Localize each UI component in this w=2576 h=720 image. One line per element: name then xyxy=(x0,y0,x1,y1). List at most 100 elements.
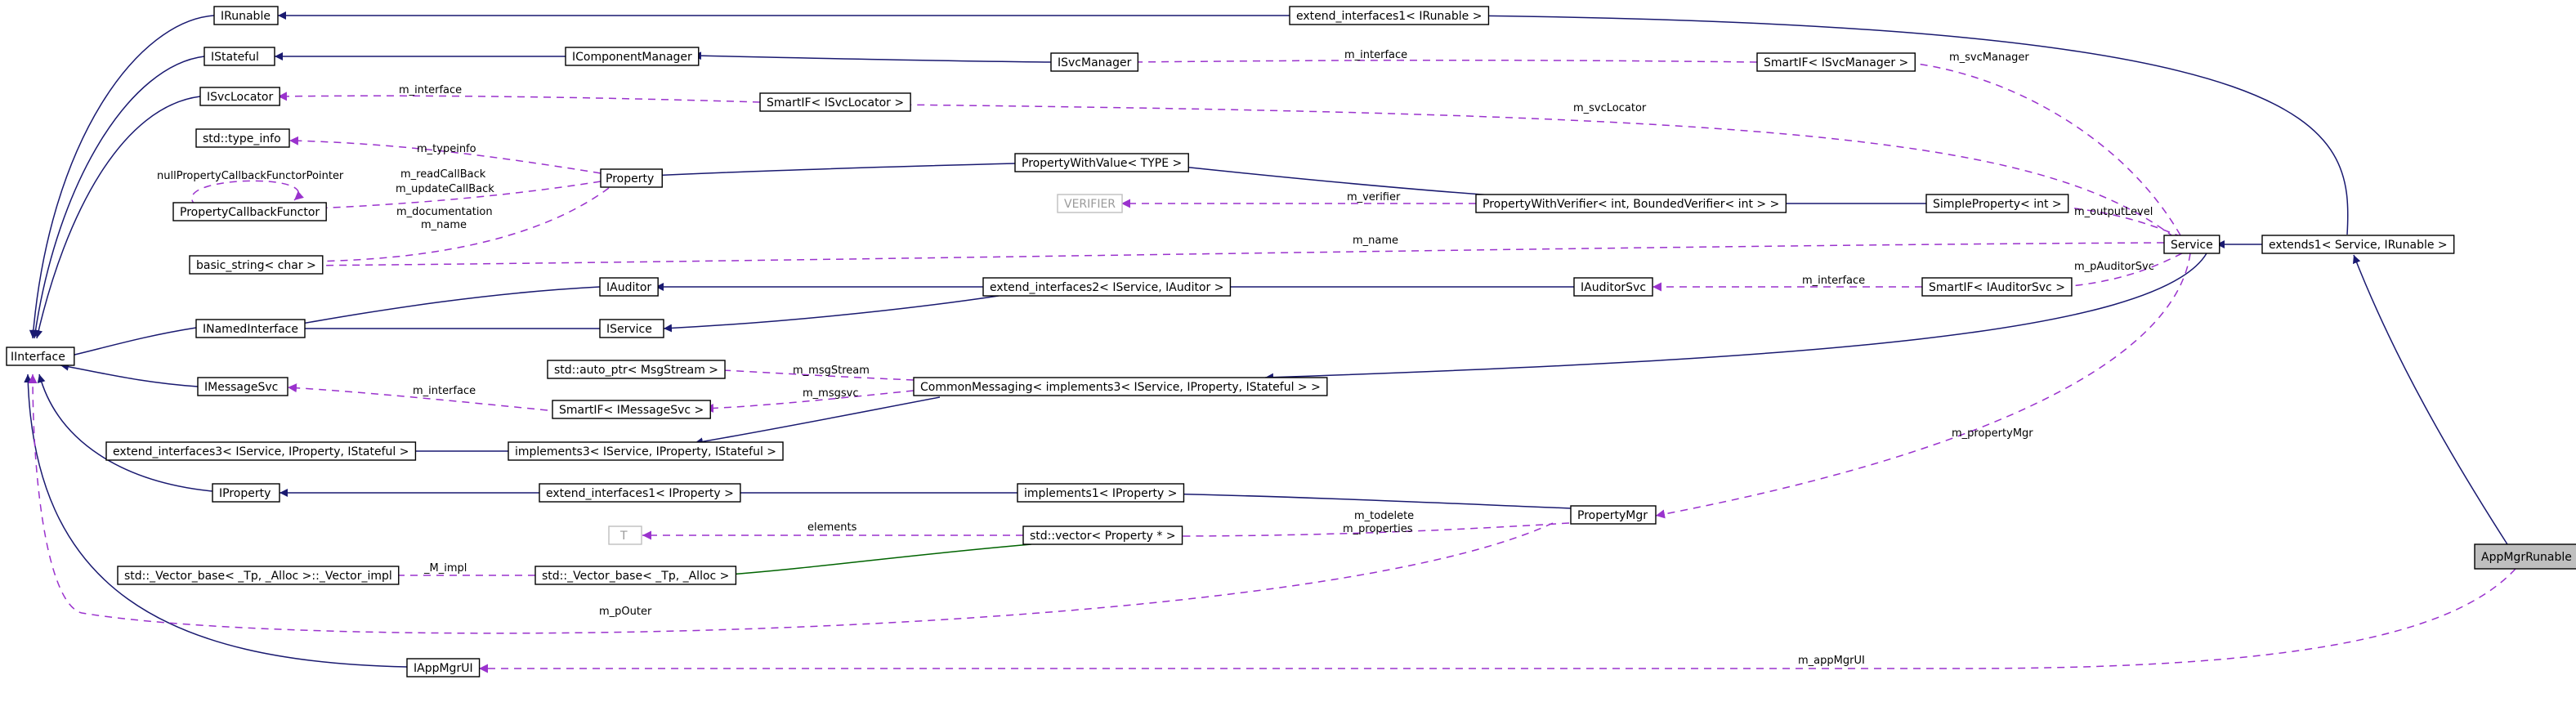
label-m-interface-auditor: m_interface xyxy=(1802,275,1865,287)
node-extend-interfaces2[interactable]: extend_interfaces2< IService, IAuditor > xyxy=(982,277,1232,297)
edge-m-svcmanager xyxy=(1903,58,2181,236)
node-extend-interfaces1-irunable-label: extend_interfaces1< IRunable > xyxy=(1296,10,1482,23)
node-appmgrrunable[interactable]: AppMgrRunable xyxy=(2474,543,2576,570)
node-iservice[interactable]: IService xyxy=(599,319,664,338)
node-extends1[interactable]: extends1< Service, IRunable > xyxy=(2261,235,2455,254)
node-istateful[interactable]: IStateful xyxy=(203,47,275,66)
node-basic-string[interactable]: basic_string< char > xyxy=(189,255,324,275)
node-smartif-iauditorsvc[interactable]: SmartIF< IAuditorSvc > xyxy=(1921,277,2073,297)
edge-m-msgstream xyxy=(704,364,915,381)
node-verifier-label: VERIFIER xyxy=(1064,198,1116,211)
edge-m-msgsvc xyxy=(704,390,915,414)
label-m-propertymgr: m_propertyMgr xyxy=(1952,427,2033,440)
label-m-properties: m_properties xyxy=(1343,523,1413,535)
edge-extends1-extend-interfaces1-irunable xyxy=(1460,11,2349,235)
label-m-name-service: m_name xyxy=(1353,235,1398,247)
node-extend-interfaces3[interactable]: extend_interfaces3< IService, IProperty,… xyxy=(105,441,417,461)
node-propertywithvalue[interactable]: PropertyWithValue< TYPE > xyxy=(1014,153,1189,172)
node-iauditor-label: IAuditor xyxy=(606,281,651,294)
edge-m-svclocator xyxy=(892,100,2175,238)
node-smartif-imessagesvc[interactable]: SmartIF< IMessageSvc > xyxy=(552,400,711,419)
node-extend-interfaces1-iproperty[interactable]: extend_interfaces1< IProperty > xyxy=(539,483,741,503)
node-smartif-isvclocator-label: SmartIF< ISvcLocator > xyxy=(767,96,904,110)
node-propertywithverifier[interactable]: PropertyWithVerifier< int, BoundedVerifi… xyxy=(1475,194,1787,213)
label-m-msgsvc: m_msgsvc xyxy=(803,387,858,400)
node-inamedinterface[interactable]: INamedInterface xyxy=(195,319,306,338)
node-simpleproperty[interactable]: SimpleProperty< int > xyxy=(1925,194,2069,213)
node-auto-ptr-msgstream[interactable]: std::auto_ptr< MsgStream > xyxy=(547,360,726,379)
node-implements3[interactable]: implements3< IService, IProperty, IState… xyxy=(508,441,784,461)
edge-propertywithvalue-property xyxy=(650,163,1016,180)
edge-m-interface-msg xyxy=(287,383,548,411)
node-vector-base-label: std::_Vector_base< _Tp, _Alloc > xyxy=(542,570,729,583)
node-smartif-iauditorsvc-label: SmartIF< IAuditorSvc > xyxy=(1929,281,2065,294)
node-implements1-iproperty[interactable]: implements1< IProperty > xyxy=(1017,483,1185,503)
label-m-interface-msg: m_interface xyxy=(413,385,476,397)
node-isvclocator[interactable]: ISvcLocator xyxy=(199,87,280,106)
edge-m-name-service xyxy=(295,242,2165,271)
node-imessagesvc-label: IMessageSvc xyxy=(204,381,278,394)
node-propertymgr[interactable]: PropertyMgr xyxy=(1570,505,1657,525)
label-m-todelete: m_todelete xyxy=(1354,510,1414,522)
node-isvcmanager[interactable]: ISvcManager xyxy=(1050,52,1139,72)
node-service[interactable]: Service xyxy=(2163,235,2220,254)
node-std-type-info[interactable]: std::type_info xyxy=(195,128,290,148)
node-t[interactable]: T xyxy=(608,525,642,545)
node-irunable[interactable]: IRunable xyxy=(213,6,279,25)
edge-m-propertymgr xyxy=(1655,253,2191,519)
node-imessagesvc[interactable]: IMessageSvc xyxy=(197,377,288,396)
node-extend-interfaces1-irunable[interactable]: extend_interfaces1< IRunable > xyxy=(1289,6,1490,25)
node-implements3-label: implements3< IService, IProperty, IState… xyxy=(515,445,776,458)
node-smartif-isvclocator[interactable]: SmartIF< ISvcLocator > xyxy=(759,92,911,112)
node-basic-string-label: basic_string< char > xyxy=(196,259,316,272)
node-iproperty[interactable]: IProperty xyxy=(212,483,280,503)
edge-null-property-callback xyxy=(191,180,304,207)
node-verifier[interactable]: VERIFIER xyxy=(1057,194,1123,213)
node-property[interactable]: Property xyxy=(600,168,663,188)
edge-istateful-iinterface xyxy=(31,56,205,339)
label-m-svclocator: m_svcLocator xyxy=(1573,102,1647,114)
node-isvcmanager-label: ISvcManager xyxy=(1058,56,1132,69)
node-property-callback-functor[interactable]: PropertyCallbackFunctor xyxy=(172,202,327,221)
node-icomponentmanager[interactable]: IComponentManager xyxy=(565,47,700,66)
node-implements1-iproperty-label: implements1< IProperty > xyxy=(1024,487,1177,500)
node-appmgrrunable-label: AppMgrRunable xyxy=(2481,551,2572,564)
edge-m-appmgrui xyxy=(479,568,2516,673)
label-elements: elements xyxy=(807,521,857,534)
label-m-svcmanager: m_svcManager xyxy=(1949,51,2029,64)
label-m-documentation: m_documentation xyxy=(396,206,493,218)
node-smartif-isvcmanager[interactable]: SmartIF< ISvcManager > xyxy=(1756,52,1916,72)
edge-inamedinterface-iinterface xyxy=(60,327,197,360)
node-propertymgr-label: PropertyMgr xyxy=(1577,509,1648,522)
node-smartif-imessagesvc-label: SmartIF< IMessageSvc > xyxy=(559,404,704,417)
edge-m-interface-svcmanager xyxy=(1127,57,1758,67)
edge-propertymgr-implements1 xyxy=(1161,490,1572,509)
node-iappmgrui[interactable]: IAppMgrUI xyxy=(406,658,481,678)
edge-isvcmanager-icomponentmanager xyxy=(692,51,1052,63)
node-iinterface[interactable]: IInterface xyxy=(6,347,75,366)
node-extend-interfaces3-label: extend_interfaces3< IService, IProperty,… xyxy=(113,445,409,458)
node-commonmessaging[interactable]: CommonMessaging< implements3< IService, … xyxy=(913,377,1328,396)
node-extend-interfaces1-iproperty-label: extend_interfaces1< IProperty > xyxy=(546,487,734,500)
edge-propertywithverifier-propertywithvalue xyxy=(1166,162,1505,197)
edge-isvclocator-iinterface xyxy=(34,96,201,339)
node-service-label: Service xyxy=(2171,239,2213,252)
label-m-interface-svcmanager: m_interface xyxy=(1344,49,1407,61)
node-iauditor[interactable]: IAuditor xyxy=(599,277,659,297)
node-isvclocator-label: ISvcLocator xyxy=(207,91,273,104)
node-simpleproperty-label: SimpleProperty< int > xyxy=(1933,198,2062,211)
edge-service-commonmessaging xyxy=(1264,253,2207,382)
edge-iappmgrui-iinterface xyxy=(24,373,408,668)
edge-iauditor-inamedinterface xyxy=(292,286,601,329)
node-iproperty-label: IProperty xyxy=(219,487,271,500)
node-vector-property[interactable]: std::vector< Property * > xyxy=(1022,525,1183,545)
edge-iproperty-iinterface xyxy=(37,373,213,492)
node-t-label: T xyxy=(619,530,628,543)
node-vector-base[interactable]: std::_Vector_base< _Tp, _Alloc > xyxy=(534,566,737,585)
node-iauditorsvc[interactable]: IAuditorSvc xyxy=(1573,277,1653,297)
label-m-interface-svclocator: m_interface xyxy=(399,84,462,96)
label-m-readcallback: m_readCallBack xyxy=(400,168,486,181)
node-property-callback-functor-label: PropertyCallbackFunctor xyxy=(180,206,320,219)
edge-read-update-callback xyxy=(313,181,602,213)
node-vector-impl[interactable]: std::_Vector_base< _Tp, _Alloc >::_Vecto… xyxy=(117,566,400,585)
